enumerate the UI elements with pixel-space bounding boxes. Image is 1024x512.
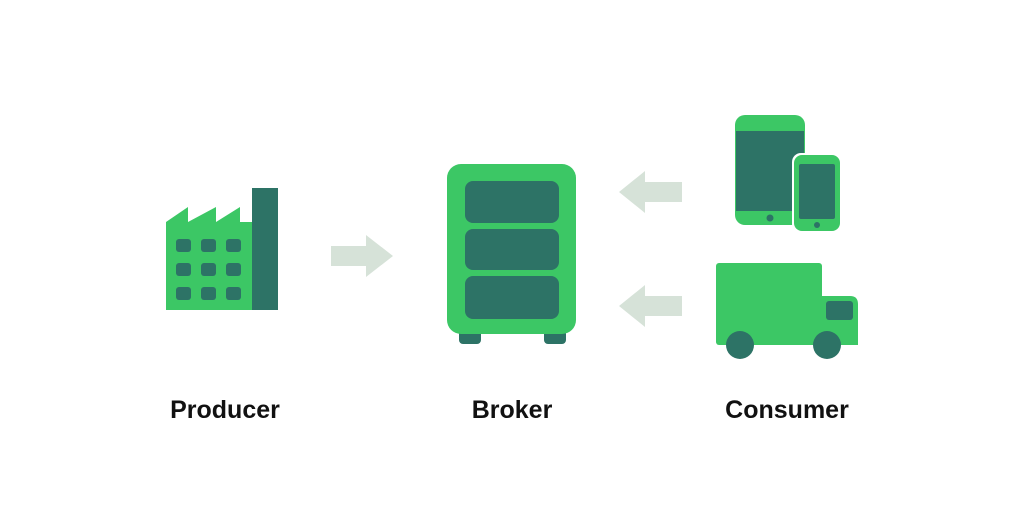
producer-label: Producer xyxy=(170,396,280,424)
arrow-right-icon xyxy=(331,235,393,277)
broker-label: Broker xyxy=(471,396,553,424)
server-cabinet-icon xyxy=(447,164,576,344)
delivery-truck-icon xyxy=(716,263,858,359)
factory-icon xyxy=(166,188,278,310)
arrow-left-icon xyxy=(619,285,682,327)
tablet-phone-icon xyxy=(735,115,842,233)
consumer-label: Consumer xyxy=(725,396,849,424)
arrow-left-icon xyxy=(619,171,682,213)
